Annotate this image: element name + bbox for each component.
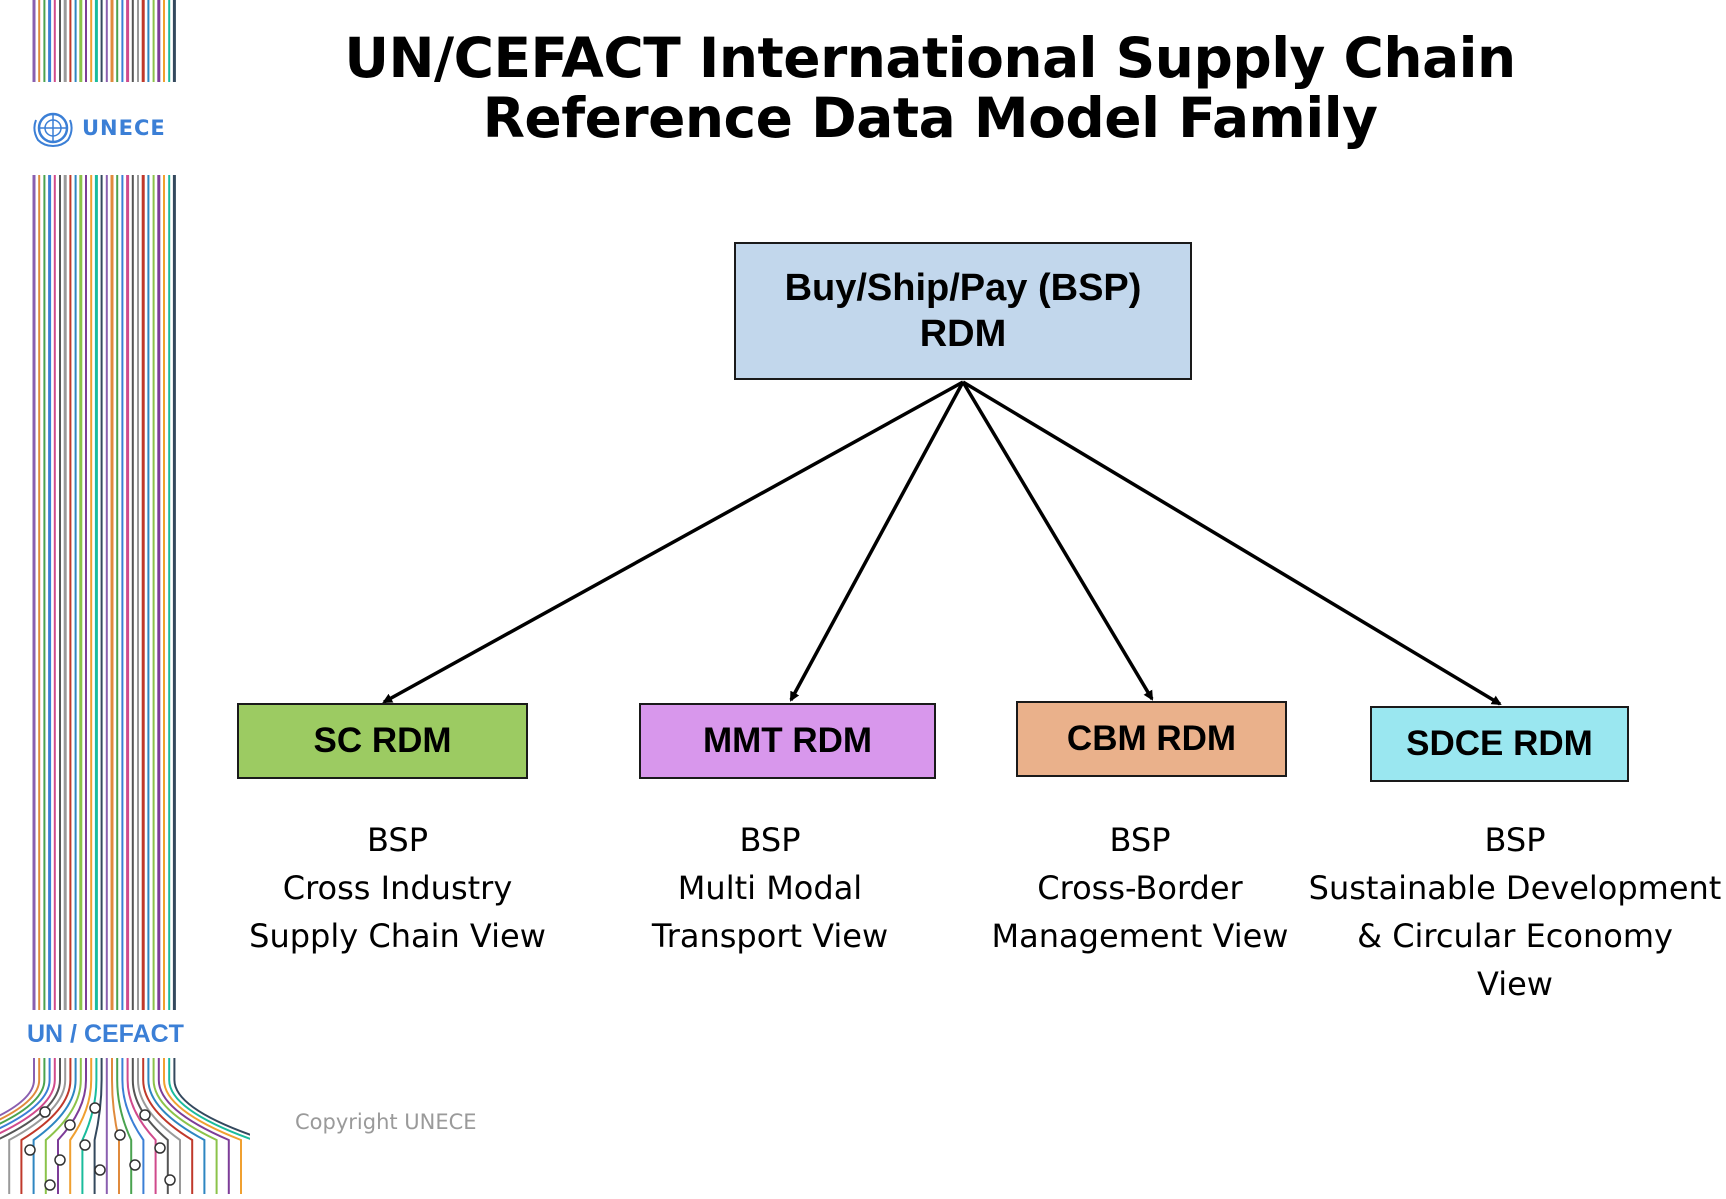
node-sc-rdm: SC RDM bbox=[237, 703, 528, 779]
stripes-middle bbox=[32, 175, 176, 1010]
decorative-network-line bbox=[157, 1058, 230, 1194]
description-sdce: BSP Sustainable Development & Circular E… bbox=[1305, 816, 1725, 1008]
description-line: Cross Industry bbox=[282, 869, 513, 907]
description-line: Cross-Border bbox=[1037, 869, 1243, 907]
decorative-network-line bbox=[20, 1058, 72, 1194]
decorative-node bbox=[154, 1142, 166, 1154]
decorative-node bbox=[89, 1102, 101, 1114]
decorative-network-line bbox=[8, 1058, 67, 1194]
decorative-node bbox=[39, 1106, 51, 1118]
decorative-network-line bbox=[69, 1058, 93, 1194]
description-line: Supply Chain View bbox=[249, 917, 546, 955]
uncefact-label: UN / CEFACT bbox=[27, 1020, 184, 1048]
title-line-1: UN/CEFACT International Supply Chain bbox=[344, 26, 1516, 90]
description-line: BSP bbox=[1484, 821, 1546, 859]
description-line: BSP bbox=[1109, 821, 1171, 859]
decorative-node bbox=[64, 1119, 76, 1131]
decorative-network-line bbox=[0, 1058, 35, 1117]
stripes-network-bottom bbox=[0, 1058, 267, 1194]
node-cbm-rdm: CBM RDM bbox=[1016, 701, 1287, 777]
color-stripes-graphic bbox=[0, 0, 267, 1194]
decorative-node bbox=[54, 1154, 66, 1166]
decorative-network-line bbox=[0, 1058, 51, 1130]
unece-label: UNECE bbox=[82, 116, 166, 140]
decorative-network-line bbox=[0, 1058, 41, 1121]
root-node-bsp-rdm: Buy/Ship/Pay (BSP) RDM bbox=[734, 242, 1192, 380]
unece-logo: UNECE bbox=[30, 108, 166, 148]
description-line: BSP bbox=[367, 821, 428, 859]
decorative-network-line bbox=[32, 1058, 77, 1194]
description-line: Management View bbox=[991, 917, 1289, 955]
decorative-node bbox=[164, 1174, 176, 1186]
decorative-node bbox=[114, 1129, 126, 1141]
decorative-network-line bbox=[116, 1058, 133, 1194]
description-mmt: BSP Multi Modal Transport View bbox=[620, 816, 920, 960]
decorative-network-line bbox=[142, 1058, 194, 1194]
description-line: & Circular Economy bbox=[1357, 917, 1673, 955]
title-line-2: Reference Data Model Family bbox=[482, 86, 1378, 150]
decorative-node bbox=[139, 1109, 151, 1121]
decorative-node bbox=[79, 1139, 91, 1151]
decorative-network-line bbox=[0, 1058, 46, 1125]
arrow-to-sc bbox=[382, 380, 964, 704]
description-cbm: BSP Cross-Border Management View bbox=[980, 816, 1300, 960]
description-sc: BSP Cross Industry Supply Chain View bbox=[220, 816, 575, 960]
decorative-network-line bbox=[0, 1058, 56, 1135]
decorative-network-line bbox=[121, 1058, 145, 1194]
decorative-network-line bbox=[126, 1058, 157, 1194]
arrow-to-mmt bbox=[789, 381, 965, 702]
decorative-node bbox=[44, 1179, 56, 1191]
description-line: Multi Modal bbox=[677, 869, 863, 907]
node-sdce-rdm: SDCE RDM bbox=[1370, 706, 1629, 782]
decorative-network-line bbox=[44, 1058, 82, 1194]
root-node-line-2: RDM bbox=[919, 313, 1007, 355]
decorative-node bbox=[94, 1164, 106, 1176]
stripes-top bbox=[32, 0, 176, 82]
sidebar-decoration: UNECE UN / CEFACT bbox=[0, 0, 267, 1194]
arrow-to-sdce bbox=[962, 380, 1502, 706]
decorative-network-line bbox=[152, 1058, 218, 1194]
decorative-network-line bbox=[163, 1058, 242, 1194]
node-mmt-rdm: MMT RDM bbox=[639, 703, 936, 779]
description-line: Transport View bbox=[651, 917, 889, 955]
decorative-network-line bbox=[173, 1058, 267, 1194]
decorative-node bbox=[129, 1159, 141, 1171]
root-node-line-1: Buy/Ship/Pay (BSP) bbox=[784, 267, 1142, 309]
decorative-network-line bbox=[131, 1058, 169, 1194]
decorative-network-line bbox=[57, 1058, 87, 1194]
decorative-node bbox=[24, 1144, 36, 1156]
un-emblem-icon bbox=[33, 112, 73, 148]
arrow-to-cbm bbox=[961, 381, 1154, 701]
description-line: Sustainable Development bbox=[1308, 869, 1722, 907]
page-title: UN/CEFACT International Supply Chain Ref… bbox=[300, 28, 1560, 148]
description-line: View bbox=[1477, 965, 1553, 1003]
decorative-network-line bbox=[137, 1058, 181, 1194]
decorative-network-line bbox=[168, 1058, 255, 1194]
decorative-network-line bbox=[147, 1058, 206, 1194]
copyright-text: Copyright UNECE bbox=[295, 1110, 477, 1134]
description-line: BSP bbox=[739, 821, 801, 859]
